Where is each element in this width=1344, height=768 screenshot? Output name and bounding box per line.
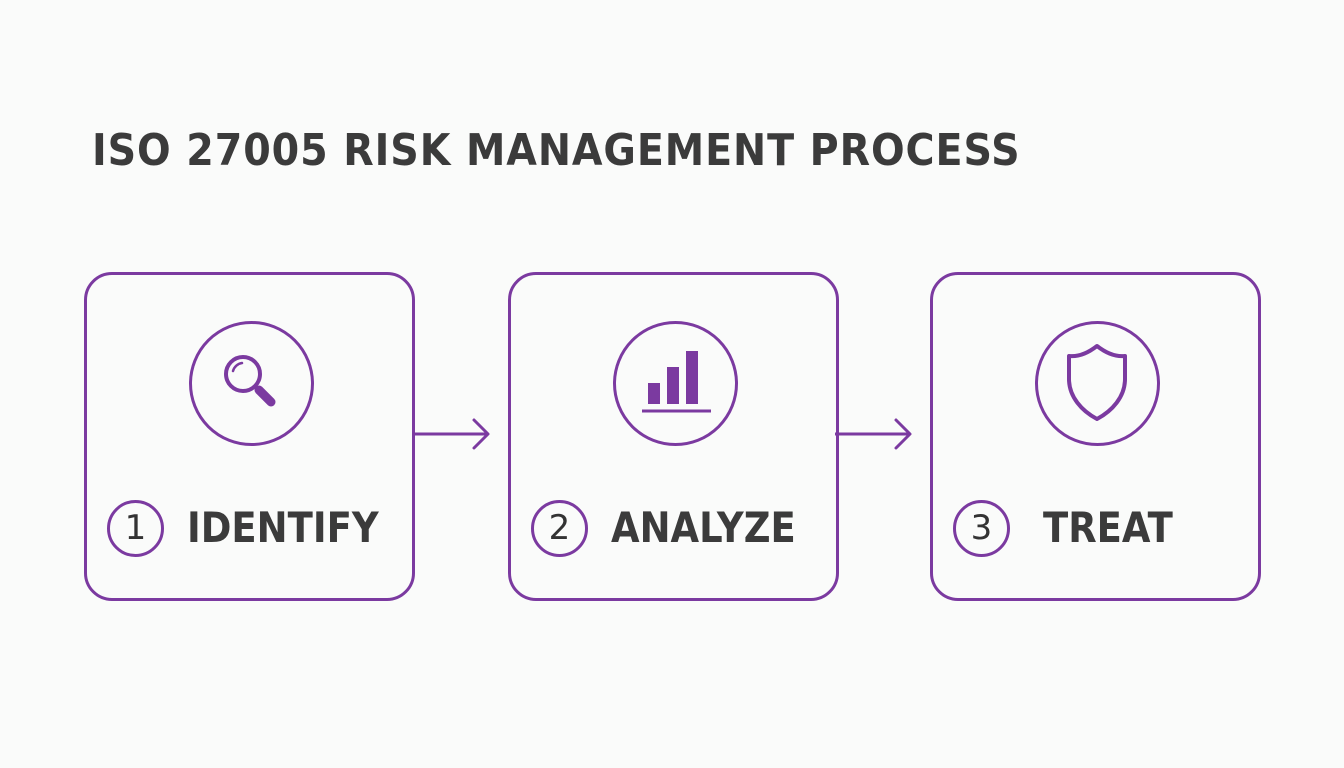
- step-label-treat: TREAT: [1043, 503, 1173, 552]
- arrow-right-icon: [835, 418, 912, 450]
- step-number-badge: 2: [531, 500, 588, 557]
- treat-icon-circle: [1035, 321, 1160, 446]
- arrow-right-icon: [413, 418, 490, 450]
- step-card-identify: 1 IDENTIFY: [84, 272, 415, 601]
- identify-icon-circle: [189, 321, 314, 446]
- step-number-badge: 1: [107, 500, 164, 557]
- bar-chart-icon: [642, 351, 711, 413]
- diagram-title: ISO 27005 RISK MANAGEMENT PROCESS: [92, 125, 1021, 176]
- step-card-treat: 3 TREAT: [930, 272, 1261, 601]
- step-number-badge: 3: [953, 500, 1010, 557]
- step-card-analyze: 2 ANALYZE: [508, 272, 839, 601]
- magnifying-glass-icon: [224, 355, 276, 407]
- step-label-analyze: ANALYZE: [611, 503, 796, 552]
- analyze-icon-circle: [613, 321, 738, 446]
- step-label-identify: IDENTIFY: [187, 503, 379, 552]
- shield-icon: [1067, 344, 1127, 421]
